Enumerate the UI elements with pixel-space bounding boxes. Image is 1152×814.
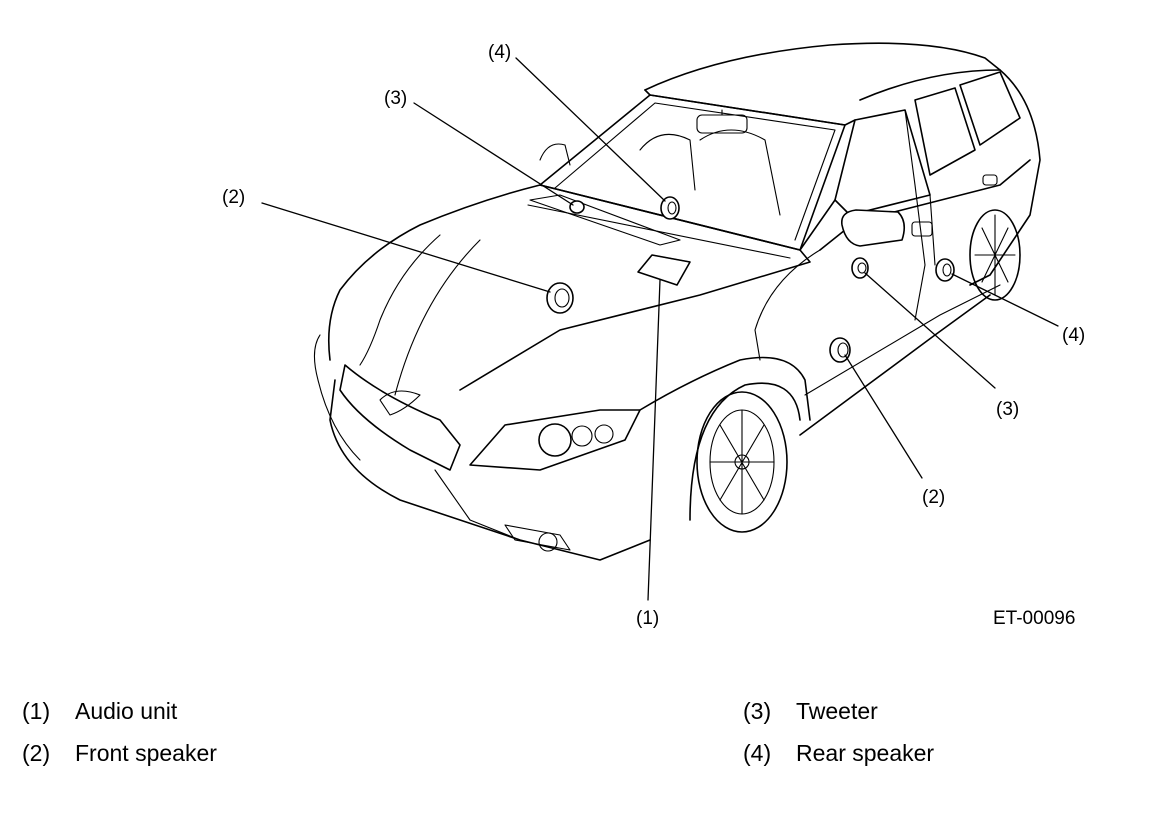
- car-outline: [313, 42, 1041, 561]
- callout-audio-unit: (1): [636, 608, 659, 629]
- figure-code: ET-00096: [993, 608, 1075, 629]
- tweeter-left-component: [569, 200, 585, 214]
- tweeter-right-component: [851, 257, 869, 279]
- callout-front-speaker-left: (2): [222, 187, 245, 208]
- legend-number: (1): [22, 698, 51, 724]
- legend-label: Rear speaker: [796, 740, 935, 766]
- legend-number: (2): [22, 740, 51, 766]
- leader-front-speaker-right: [844, 354, 923, 479]
- legend-label: Audio unit: [75, 698, 178, 724]
- legend-label: Front speaker: [75, 740, 217, 766]
- leader-rear-speaker-right: [951, 273, 1059, 327]
- leader-tweeter-left: [413, 102, 574, 206]
- rear-speaker-right-component: [935, 258, 955, 282]
- callout-front-speaker-right: (2): [922, 487, 945, 508]
- front-speaker-left-component: [546, 282, 574, 314]
- legend-number: (3): [743, 698, 772, 724]
- leader-audio-unit: [647, 279, 661, 601]
- audio-unit-component: [637, 254, 691, 286]
- callout-tweeter-left: (3): [384, 88, 407, 109]
- leader-front-speaker-left: [261, 202, 551, 293]
- leader-tweeter-right: [864, 272, 996, 389]
- rear-speaker-left-component: [660, 196, 680, 220]
- callout-rear-speaker-left: (4): [488, 42, 511, 63]
- callout-rear-speaker-right: (4): [1062, 325, 1085, 346]
- leader-rear-speaker-left: [515, 57, 666, 202]
- callout-tweeter-right: (3): [996, 399, 1019, 420]
- legend-label: Tweeter: [796, 698, 878, 724]
- legend-number: (4): [743, 740, 772, 766]
- car-audio-diagram: (1) (2) (2) (3) (3) (4) (4) ET-00096: [222, 42, 1085, 629]
